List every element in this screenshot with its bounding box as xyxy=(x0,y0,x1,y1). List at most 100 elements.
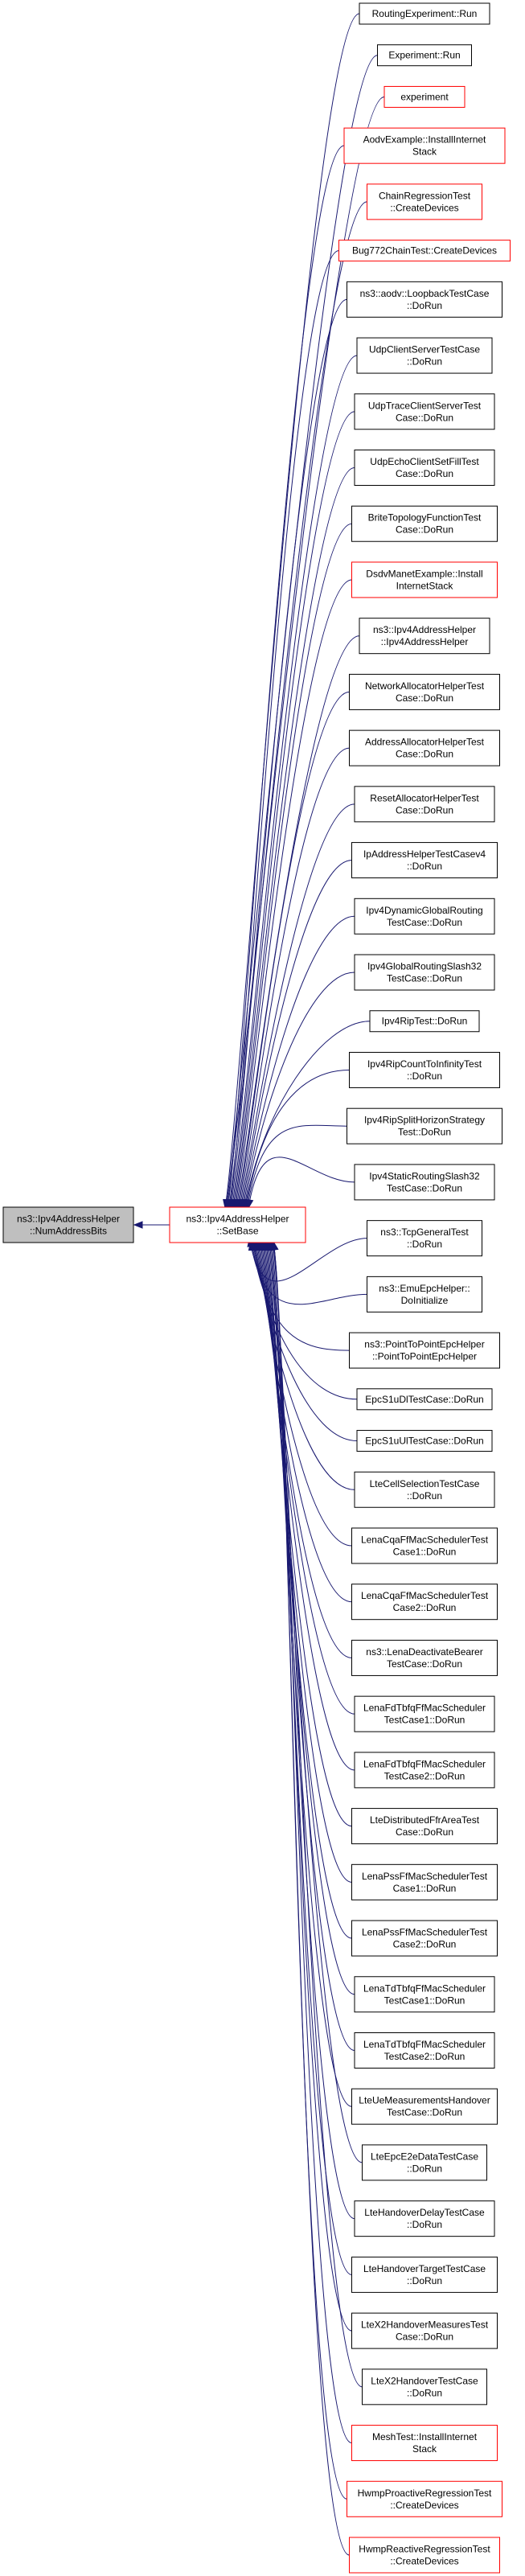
caller-node[interactable] xyxy=(367,183,482,220)
caller-node-label-line: Case::DoRun xyxy=(396,692,453,704)
caller-node-label-line: Case2::DoRun xyxy=(393,1939,457,1950)
caller-node[interactable] xyxy=(367,1276,482,1313)
caller-node-label-line: TestCase::DoRun xyxy=(387,973,462,984)
caller-node[interactable] xyxy=(349,729,500,766)
caller-node[interactable] xyxy=(351,1808,498,1845)
edge-caller-to-hub xyxy=(260,1241,352,1827)
caller-node[interactable] xyxy=(347,281,502,318)
caller-node[interactable] xyxy=(354,954,495,991)
caller-node-label-line: TestCase2::DoRun xyxy=(384,1770,466,1781)
caller-node[interactable] xyxy=(356,337,493,374)
caller-node[interactable] xyxy=(351,2088,498,2125)
caller-node[interactable] xyxy=(349,1051,500,1088)
caller-node[interactable] xyxy=(367,1220,482,1257)
edge-caller-to-hub-arrow xyxy=(271,1240,279,1251)
caller-node-label-line: LteHandoverTargetTestCase xyxy=(363,2263,486,2274)
caller-node[interactable] xyxy=(354,1695,495,1732)
caller-node-label-line: ::DoRun xyxy=(407,2387,442,2398)
edge-caller-to-hub xyxy=(269,1241,352,2275)
caller-node-label-line: experiment xyxy=(400,91,449,102)
caller-node[interactable] xyxy=(369,1010,480,1033)
caller-node-label-line: DoInitialize xyxy=(401,1295,449,1306)
caller-node[interactable] xyxy=(354,898,495,935)
caller-node-label-line: ::CreateDevices xyxy=(390,2556,458,2567)
caller-node[interactable] xyxy=(354,786,495,823)
caller-node-label-line: ::CreateDevices xyxy=(390,2500,458,2511)
edge-caller-to-hub xyxy=(271,1241,352,2332)
caller-node[interactable] xyxy=(343,127,506,164)
caller-node[interactable] xyxy=(383,85,466,108)
caller-node[interactable] xyxy=(351,1863,498,1900)
edge-caller-to-hub xyxy=(258,1241,355,1715)
caller-node[interactable] xyxy=(354,1471,495,1508)
edge-caller-to-hub xyxy=(248,1157,355,1209)
caller-node[interactable] xyxy=(356,1388,493,1411)
caller-node[interactable] xyxy=(351,2425,498,2462)
caller-node-label-line: NetworkAllocatorHelperTest xyxy=(365,680,485,692)
edge-caller-to-hub xyxy=(240,803,355,1209)
caller-node[interactable] xyxy=(354,1164,495,1201)
caller-node[interactable] xyxy=(351,561,498,598)
caller-node-label-line: ResetAllocatorHelperTest xyxy=(370,792,479,803)
caller-node-label-line: Case::DoRun xyxy=(396,749,453,760)
caller-node-label-line: Case::DoRun xyxy=(396,1826,453,1838)
hub-node[interactable] xyxy=(169,1206,306,1243)
caller-node[interactable] xyxy=(349,2537,500,2574)
caller-node[interactable] xyxy=(354,1976,495,2013)
hub-node-label-line: ns3::Ipv4AddressHelper xyxy=(186,1214,289,1225)
caller-node-label-line: ::DoRun xyxy=(407,861,442,872)
caller-node-label-line: EpcS1uUlTestCase::DoRun xyxy=(365,1436,483,1447)
caller-node[interactable] xyxy=(351,505,498,542)
caller-node-label-line: LenaPssFfMacSchedulerTest xyxy=(362,1871,488,1882)
caller-node-label-line: Ipv4RipTest::DoRun xyxy=(382,1016,468,1027)
caller-node-label-line: LteHandoverDelayTestCase xyxy=(364,2207,485,2218)
caller-node[interactable] xyxy=(347,2480,502,2517)
edge-caller-to-hub xyxy=(225,55,378,1209)
edge-caller-to-hub xyxy=(227,145,345,1209)
edge-caller-to-hub xyxy=(273,1241,350,2556)
caller-node[interactable] xyxy=(354,2032,495,2069)
caller-node[interactable] xyxy=(359,2,490,25)
caller-node-label-line: MeshTest::InstallInternet xyxy=(372,2431,478,2442)
caller-node-label-line: LteEpcE2eDataTestCase xyxy=(371,2151,478,2162)
caller-node[interactable] xyxy=(351,1527,498,1564)
caller-node[interactable] xyxy=(354,450,495,487)
caller-node[interactable] xyxy=(349,673,500,710)
caller-node-label-line: Ipv4RipSplitHorizonStrategy xyxy=(364,1115,485,1126)
caller-node-label-line: ::DoRun xyxy=(407,2275,442,2286)
root-node[interactable] xyxy=(2,1206,134,1243)
caller-node[interactable] xyxy=(356,1430,493,1452)
caller-node-label-line: Stack xyxy=(412,2443,437,2455)
caller-node[interactable] xyxy=(362,2144,487,2181)
caller-node[interactable] xyxy=(338,240,511,262)
edge-caller-to-hub xyxy=(265,1241,355,2051)
caller-node-label-line: ns3::EmuEpcHelper:: xyxy=(379,1283,470,1294)
caller-node-label-line: UdpEchoClientSetFillTest xyxy=(370,456,479,467)
caller-node[interactable] xyxy=(349,1332,500,1369)
caller-node[interactable] xyxy=(351,2256,498,2293)
edge-caller-to-hub xyxy=(244,1021,371,1209)
caller-node[interactable] xyxy=(362,2369,487,2405)
caller-node[interactable] xyxy=(351,2312,498,2349)
caller-node-label-line: Stack xyxy=(412,146,437,158)
caller-node-label-line: ns3::Ipv4AddressHelper xyxy=(373,624,476,635)
caller-node[interactable] xyxy=(359,618,490,655)
caller-node[interactable] xyxy=(351,842,498,879)
caller-node-label-line: TestCase::DoRun xyxy=(387,1658,462,1670)
edge-caller-to-hub xyxy=(257,1241,352,1658)
caller-node[interactable] xyxy=(347,1107,502,1144)
edge-caller-to-hub xyxy=(273,1241,352,2444)
caller-node-label-line: DsdvManetExample::Install xyxy=(366,568,482,579)
hub-node-label-line: ::SetBase xyxy=(216,1226,258,1237)
caller-node[interactable] xyxy=(354,1752,495,1789)
caller-node[interactable] xyxy=(351,1920,498,1957)
caller-node[interactable] xyxy=(351,1584,498,1621)
caller-node-label-line: ::DoRun xyxy=(407,300,442,311)
edge-caller-to-hub xyxy=(230,298,347,1209)
caller-node[interactable] xyxy=(354,393,495,430)
caller-node-label-line: TestCase::DoRun xyxy=(387,1182,462,1194)
caller-node[interactable] xyxy=(377,44,472,67)
caller-node[interactable] xyxy=(354,2200,495,2237)
caller-node-label-line: Case::DoRun xyxy=(396,804,453,816)
caller-node[interactable] xyxy=(351,1639,498,1676)
